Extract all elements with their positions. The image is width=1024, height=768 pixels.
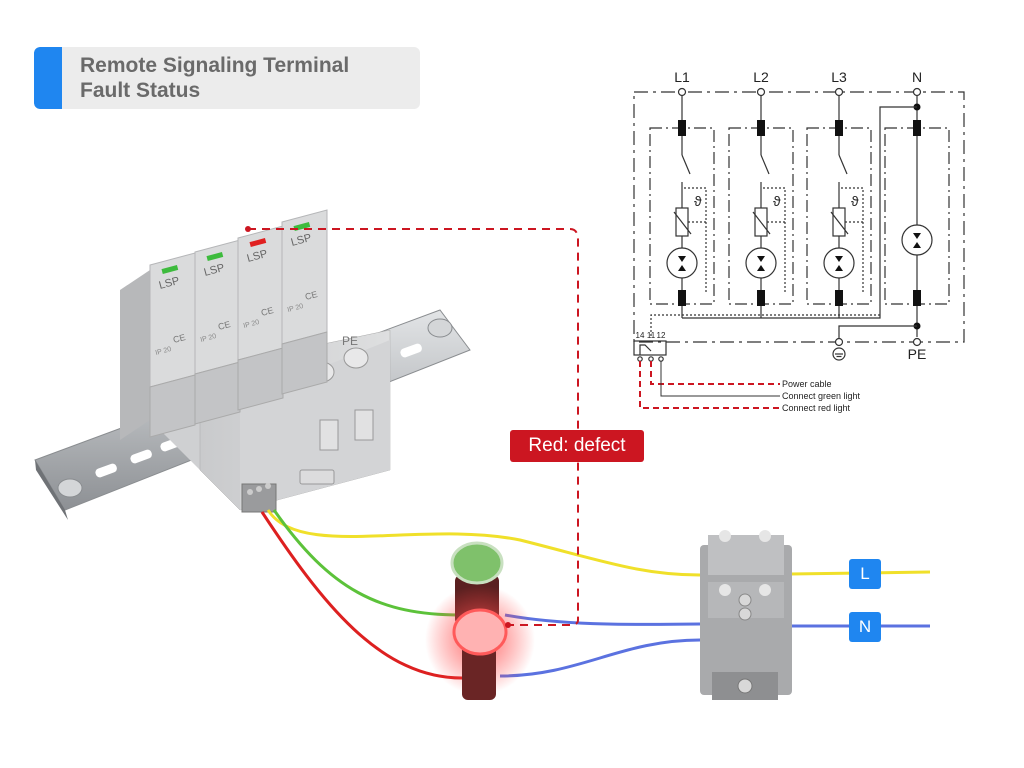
gas-discharge-tube-icon bbox=[745, 247, 777, 279]
brand-logo: LSP bbox=[158, 275, 181, 292]
title-accent-bar bbox=[34, 47, 62, 109]
defect-callout-label: Red: defect bbox=[510, 430, 644, 462]
rail-screw-icon bbox=[57, 478, 83, 498]
switch-contact bbox=[760, 154, 770, 175]
switch-contact bbox=[681, 154, 691, 175]
remote-pin-label: 11 bbox=[647, 331, 656, 340]
gas-discharge-tube-icon bbox=[666, 247, 698, 279]
status-window-green bbox=[161, 265, 179, 275]
remote-pin-label: 14 bbox=[636, 331, 645, 340]
thermal-symbol: ϑ bbox=[851, 193, 859, 209]
phase-label: N bbox=[912, 69, 922, 85]
legend-label: Connect green light bbox=[782, 391, 861, 401]
brand-logo: LSP bbox=[290, 232, 313, 249]
pe-label: PE bbox=[908, 346, 927, 362]
pe-marking: PE bbox=[342, 334, 358, 348]
ce-mark: CE bbox=[304, 289, 319, 302]
legend-line bbox=[639, 361, 780, 409]
remote-pin-node bbox=[658, 356, 664, 362]
title-line-2: Fault Status bbox=[80, 79, 201, 102]
ce-mark: CE bbox=[260, 305, 275, 318]
screw-icon bbox=[737, 678, 753, 694]
fuse-contact bbox=[678, 120, 686, 136]
wire-blue-1 bbox=[504, 613, 701, 626]
brand-logo: LSP bbox=[203, 262, 226, 279]
thermal-symbol: ϑ bbox=[773, 193, 781, 209]
ip-rating: IP 20 bbox=[243, 319, 261, 330]
phase-label: L3 bbox=[831, 69, 847, 85]
title-box: Remote Signaling Terminal Fault Status bbox=[34, 47, 420, 109]
brand-logo: LSP bbox=[246, 248, 269, 265]
legend-line bbox=[660, 361, 780, 397]
ce-mark: CE bbox=[217, 319, 232, 332]
terminal-tag-L: L bbox=[849, 559, 881, 589]
wire-green bbox=[272, 509, 461, 617]
status-window-red bbox=[249, 238, 267, 248]
fuse-contact bbox=[835, 290, 843, 306]
remote-contact-box bbox=[633, 340, 667, 356]
ip-rating: IP 20 bbox=[155, 346, 173, 357]
fuse-contact bbox=[757, 120, 765, 136]
wire-red bbox=[260, 511, 466, 680]
status-window-green bbox=[206, 252, 224, 262]
screw-icon bbox=[738, 593, 752, 607]
wires bbox=[260, 509, 931, 680]
remote-pin-node bbox=[648, 356, 654, 362]
terminal-node bbox=[677, 87, 687, 97]
earth-ground-icon bbox=[832, 347, 846, 361]
fuse-contact bbox=[757, 290, 765, 306]
title-line-1: Remote Signaling Terminal bbox=[80, 54, 350, 77]
screw-icon bbox=[738, 607, 752, 621]
ip-rating: IP 20 bbox=[287, 303, 305, 314]
phase-label: L2 bbox=[753, 69, 769, 85]
ce-mark: CE bbox=[172, 332, 187, 345]
remote-signal-terminal bbox=[241, 483, 277, 513]
defect-callout-line bbox=[248, 228, 579, 626]
gas-discharge-tube-icon bbox=[823, 247, 855, 279]
din-terminal-block bbox=[700, 530, 792, 700]
fuse-contact bbox=[913, 290, 921, 306]
ip-rating: IP 20 bbox=[200, 333, 218, 344]
page-title: Remote Signaling Terminal Fault Status bbox=[80, 53, 349, 103]
remote-pin-node bbox=[637, 356, 643, 362]
rail-screw-icon bbox=[427, 318, 453, 338]
terminal-node bbox=[912, 87, 922, 97]
ground-terminal-node bbox=[834, 337, 844, 347]
terminal-tag-N: N bbox=[849, 612, 881, 642]
wire-yellow bbox=[266, 509, 701, 577]
thermal-symbol: ϑ bbox=[694, 193, 702, 209]
legend-line bbox=[650, 361, 780, 385]
pe-terminal-node bbox=[912, 337, 922, 347]
gas-discharge-tube-icon bbox=[901, 224, 933, 256]
base-latch bbox=[299, 469, 335, 485]
red-indicator-lamp bbox=[425, 585, 535, 700]
legend-label: Connect red light bbox=[782, 403, 851, 413]
wire-blue-2 bbox=[499, 638, 701, 678]
fuse-contact bbox=[678, 290, 686, 306]
switch-contact bbox=[838, 154, 848, 175]
remote-pin-label: 12 bbox=[657, 331, 666, 340]
terminal-node bbox=[756, 87, 766, 97]
phase-label: L1 bbox=[674, 69, 690, 85]
fuse-contact bbox=[835, 120, 843, 136]
terminal-node bbox=[834, 87, 844, 97]
fuse-contact bbox=[913, 120, 921, 136]
legend-label: Power cable bbox=[782, 379, 832, 389]
